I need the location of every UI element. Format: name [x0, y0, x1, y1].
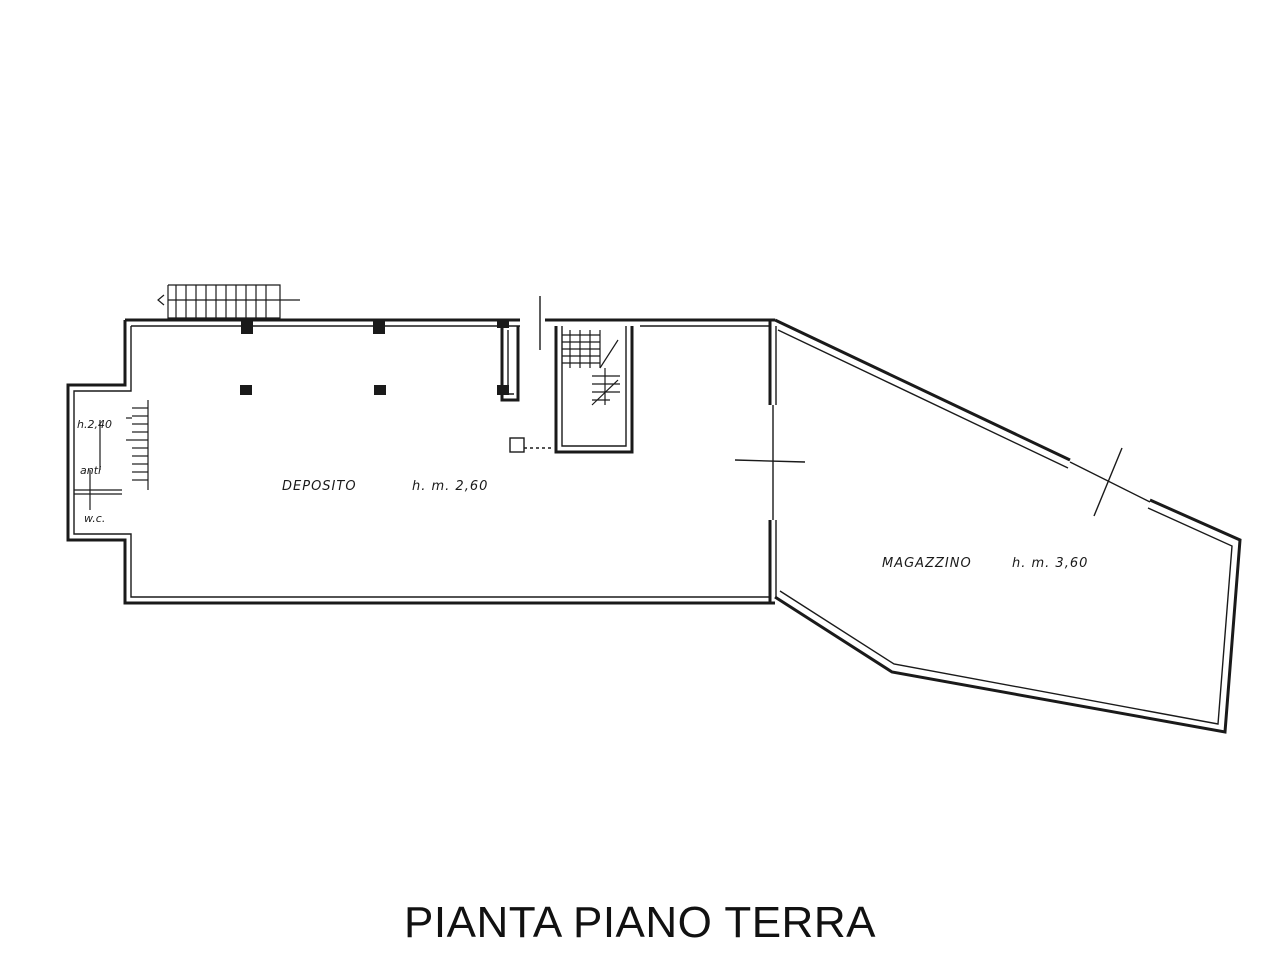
deposito-height: h. m. 2,60 [412, 479, 488, 494]
anti-label: anti [80, 464, 101, 477]
magazzino-walls [774, 318, 1242, 734]
page-title: PIANTA PIANO TERRA [404, 898, 876, 947]
deposito-walls [66, 318, 806, 605]
stair-core [500, 296, 634, 454]
pillars [240, 320, 509, 395]
deposito-label: DEPOSITO [282, 479, 357, 494]
magazzino-label: MAGAZZINO [882, 556, 972, 571]
wc-stair [74, 400, 149, 510]
wc-block-height: h.2,40 [77, 418, 112, 431]
magazzino-height: h. m. 3,60 [1012, 556, 1088, 571]
wc-label: w.c. [84, 512, 105, 525]
external-stair [157, 284, 300, 319]
